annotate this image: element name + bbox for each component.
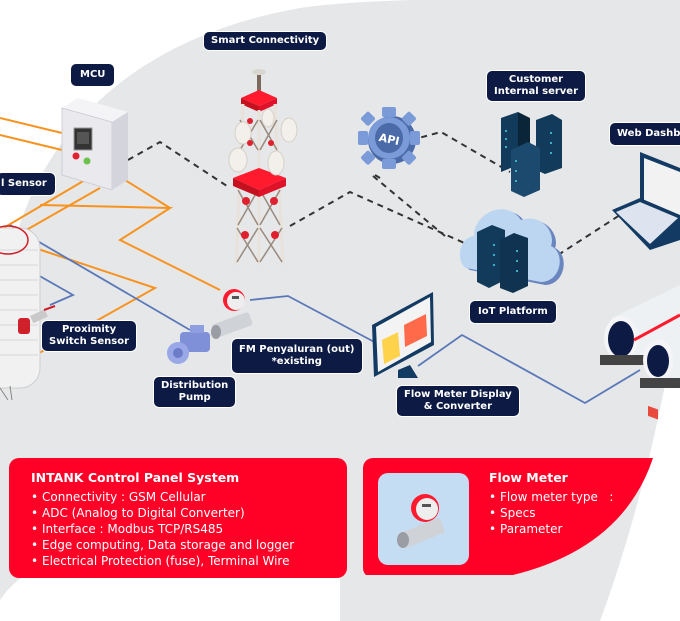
list-item: Electrical Protection (fuse), Terminal W…: [31, 553, 347, 569]
api-label: API: [378, 131, 401, 148]
server-rack-icon: [501, 112, 562, 197]
mcu-icon: [61, 98, 128, 191]
flow-meter-icon: [211, 289, 253, 339]
list-item: Interface : Modbus TCP/RS485: [31, 521, 347, 537]
flow-meter-title: Flow Meter: [489, 470, 568, 485]
monitor-display-icon: [372, 292, 434, 378]
label-fm-penyaluran: FM Penyaluran (out)*existing: [231, 338, 363, 374]
pipe-connections: [9, 224, 641, 405]
label-mcu: MCU: [70, 63, 116, 87]
control-panel-card: INTANK Control Panel System Connectivity…: [9, 458, 347, 578]
tower-icon: [228, 69, 298, 266]
label-level-sensor: l Sensor: [0, 172, 56, 196]
list-item: ADC (Analog to Digital Converter): [31, 505, 347, 521]
control-panel-title: INTANK Control Panel System: [31, 470, 240, 485]
tanker-icon: [600, 285, 680, 388]
tank-icon: [0, 225, 56, 401]
list-item: Flow meter type :: [489, 489, 680, 505]
label-web-dashboard: Web Dashbo: [609, 122, 680, 146]
list-item: Edge computing, Data storage and logger: [31, 537, 347, 553]
cloud-platform-icon: [459, 209, 564, 293]
label-iot-platform: IoT Platform: [469, 300, 557, 324]
label-smart-connectivity: Smart Connectivity: [203, 31, 328, 51]
flow-meter-list: Flow meter type : Specs Parameter: [489, 489, 680, 537]
label-flow-meter-display: Flow Meter Display& Converter: [396, 385, 520, 417]
control-panel-list: Connectivity : GSM Cellular ADC (Analog …: [31, 489, 347, 569]
flow-meter-thumbnail-icon: [378, 473, 469, 565]
api-gear-icon: API: [358, 107, 420, 169]
list-item: Specs: [489, 505, 680, 521]
flow-meter-image: [378, 473, 469, 565]
list-item: Connectivity : GSM Cellular: [31, 489, 347, 505]
laptop-dashboard-icon: [612, 152, 680, 420]
pump-icon: [167, 325, 210, 364]
list-item: Parameter: [489, 521, 680, 537]
